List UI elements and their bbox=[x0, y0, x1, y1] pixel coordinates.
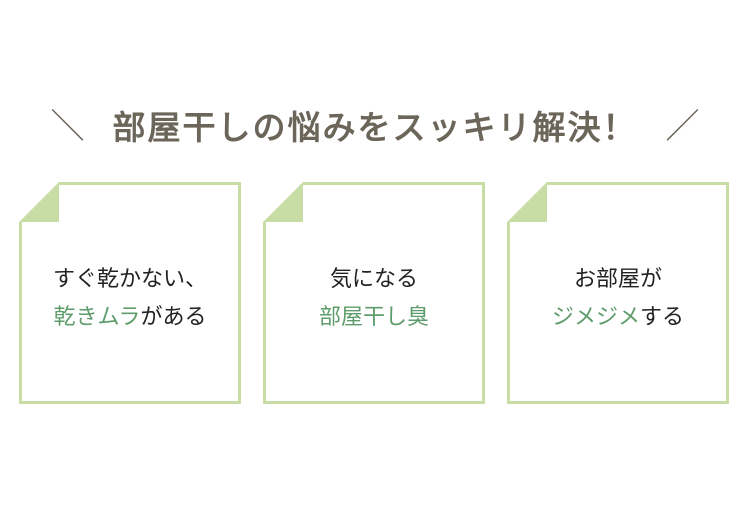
card-text: お部屋が ジメジメする bbox=[510, 261, 726, 337]
problem-card-3: お部屋が ジメジメする bbox=[507, 182, 729, 404]
card-highlight: 乾きムラ bbox=[53, 305, 141, 330]
problem-card-1: すぐ乾かない、 乾きムラがある bbox=[19, 182, 241, 404]
card-line-2-rest: する bbox=[640, 305, 685, 330]
problem-card-2: 気になる 部屋干し臭 bbox=[263, 182, 485, 404]
folded-corner-icon bbox=[507, 182, 547, 222]
card-line-2: ジメジメする bbox=[510, 299, 726, 337]
folded-corner-icon bbox=[19, 182, 59, 222]
card-line-1: すぐ乾かない、 bbox=[52, 267, 207, 292]
card-text: すぐ乾かない、 乾きムラがある bbox=[22, 261, 238, 337]
folded-corner-icon bbox=[263, 182, 303, 222]
right-slash-mark: ／ bbox=[665, 107, 700, 147]
card-line-1: 気になる bbox=[329, 267, 418, 292]
card-highlight: ジメジメ bbox=[551, 305, 640, 330]
headline-title: 部屋干しの悩みをスッキリ解決！ bbox=[112, 107, 638, 147]
card-line-2: 部屋干し臭 bbox=[266, 299, 482, 337]
card-line-1: お部屋が bbox=[573, 267, 662, 292]
card-highlight: 部屋干し臭 bbox=[318, 305, 429, 330]
card-text: 気になる 部屋干し臭 bbox=[266, 261, 482, 337]
card-line-2-rest: がある bbox=[140, 305, 207, 330]
headline: ＼ 部屋干しの悩みをスッキリ解決！ ／ bbox=[0, 110, 750, 144]
card-line-2: 乾きムラがある bbox=[22, 299, 238, 337]
left-slash-mark: ＼ bbox=[50, 107, 85, 147]
